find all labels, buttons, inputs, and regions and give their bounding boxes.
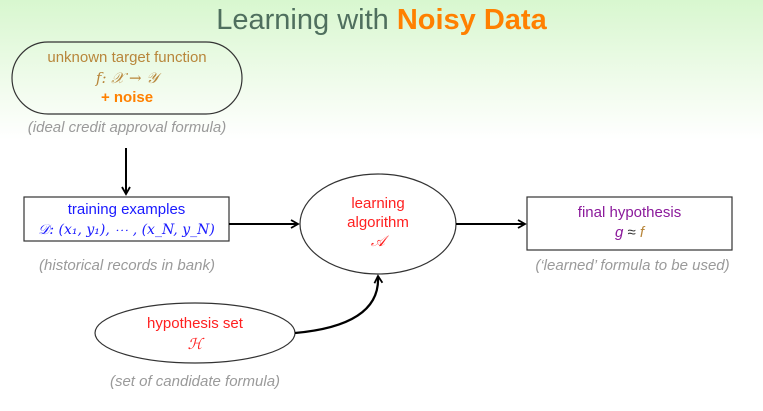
- training-examples-node: [23, 196, 230, 242]
- title-prefix: Learning with: [216, 4, 397, 36]
- hypothesis-set-label: hypothesis set: [147, 315, 243, 332]
- final-g: g: [614, 224, 624, 241]
- target-function-text: unknown target function f: 𝒳 → 𝒴 + noise: [12, 48, 242, 108]
- noise-label: + noise: [100, 89, 154, 106]
- final-hypothesis-text: final hypothesis g ≈ f: [527, 203, 732, 243]
- target-caption: (ideal credit approval formula): [27, 119, 227, 136]
- hypothesis-set-symbol: ℋ: [187, 335, 203, 353]
- algorithm-symbol: 𝒜: [370, 232, 386, 250]
- training-formula: 𝒟: (x₁, y₁), ⋯ , (x_N, y_N): [38, 222, 215, 238]
- algorithm-label-2: algorithm: [347, 214, 409, 231]
- algorithm-label-1: learning: [351, 195, 405, 212]
- final-caption: (‘learned’ formula to be used): [535, 257, 730, 274]
- hypothesis-set-caption: (set of candidate formula): [109, 373, 281, 390]
- final-approx: ≈: [623, 224, 640, 241]
- arrow-hypothesis-to-algorithm: [294, 274, 384, 335]
- training-label: training examples: [67, 201, 186, 218]
- target-label: unknown target function: [47, 49, 207, 66]
- final-label: final hypothesis: [577, 204, 682, 221]
- training-caption: (historical records in bank): [39, 257, 215, 274]
- target-formula: f: 𝒳 → 𝒴: [95, 69, 159, 87]
- hypothesis-set-text: hypothesis set ℋ: [95, 314, 295, 354]
- final-f: f: [639, 224, 645, 241]
- algorithm-text: learning algorithm 𝒜: [300, 194, 456, 251]
- final-hypothesis-node: [526, 196, 733, 251]
- page-title: Learning with Noisy Data: [0, 4, 763, 37]
- training-text: training examples 𝒟: (x₁, y₁), ⋯ , (x_N,…: [24, 200, 229, 240]
- target-function-node: [11, 41, 243, 115]
- title-highlight: Noisy Data: [396, 4, 547, 36]
